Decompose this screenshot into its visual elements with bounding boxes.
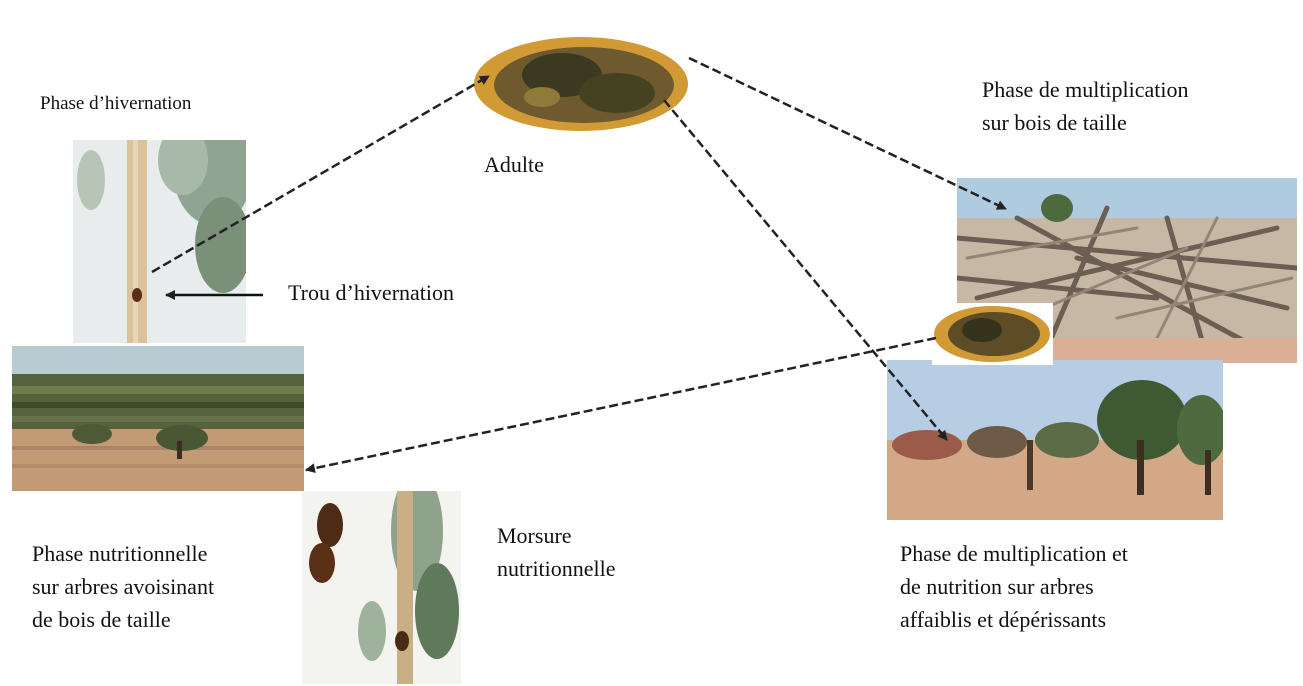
arrow-adult-to-declining-trees <box>664 100 947 440</box>
arrow-twig-to-adult <box>152 76 489 272</box>
arrow-woodpile-to-grove <box>306 338 936 470</box>
